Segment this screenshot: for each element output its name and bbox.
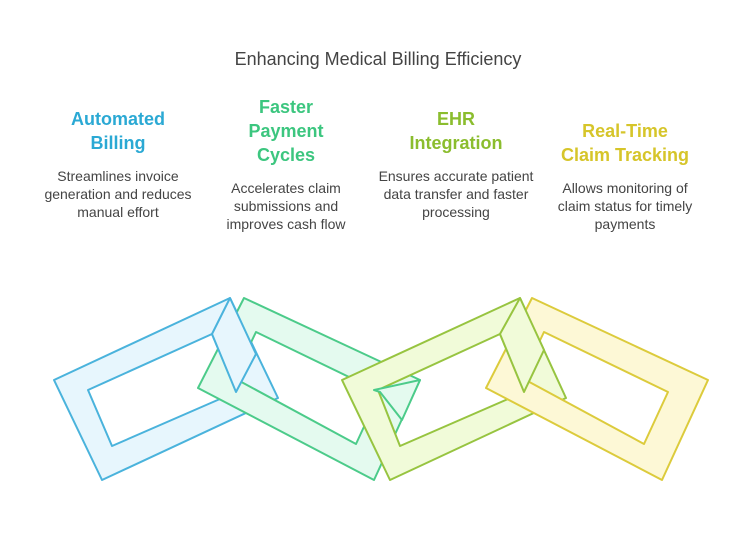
diagram-title: Enhancing Medical Billing Efficiency bbox=[234, 49, 522, 69]
column-automated-billing: Automated Billing Streamlines invoice ge… bbox=[38, 107, 198, 221]
column-heading: Faster Payment Cycles bbox=[248, 97, 324, 165]
column-heading: EHR Integration bbox=[409, 109, 503, 153]
chain-link-1-overlap bbox=[211, 297, 257, 393]
column-heading: Real-Time Claim Tracking bbox=[560, 121, 690, 165]
chain-link-3-overlap bbox=[499, 297, 545, 393]
column-faster-payment-cycles: Faster Payment Cycles Accelerates claim … bbox=[206, 95, 366, 233]
column-ehr-integration: EHR Integration Ensures accurate patient… bbox=[376, 107, 536, 221]
column-real-time-claim-tracking: Real-Time Claim Tracking Allows monitori… bbox=[545, 119, 705, 233]
column-description: Streamlines invoice generation and reduc… bbox=[44, 168, 192, 220]
chain-link-2-overlap bbox=[373, 379, 421, 421]
column-description: Accelerates claim submissions and improv… bbox=[226, 180, 346, 232]
column-description: Ensures accurate patient data transfer a… bbox=[378, 168, 534, 220]
column-heading: Automated Billing bbox=[71, 109, 165, 153]
column-description: Allows monitoring of claim status for ti… bbox=[557, 180, 693, 232]
